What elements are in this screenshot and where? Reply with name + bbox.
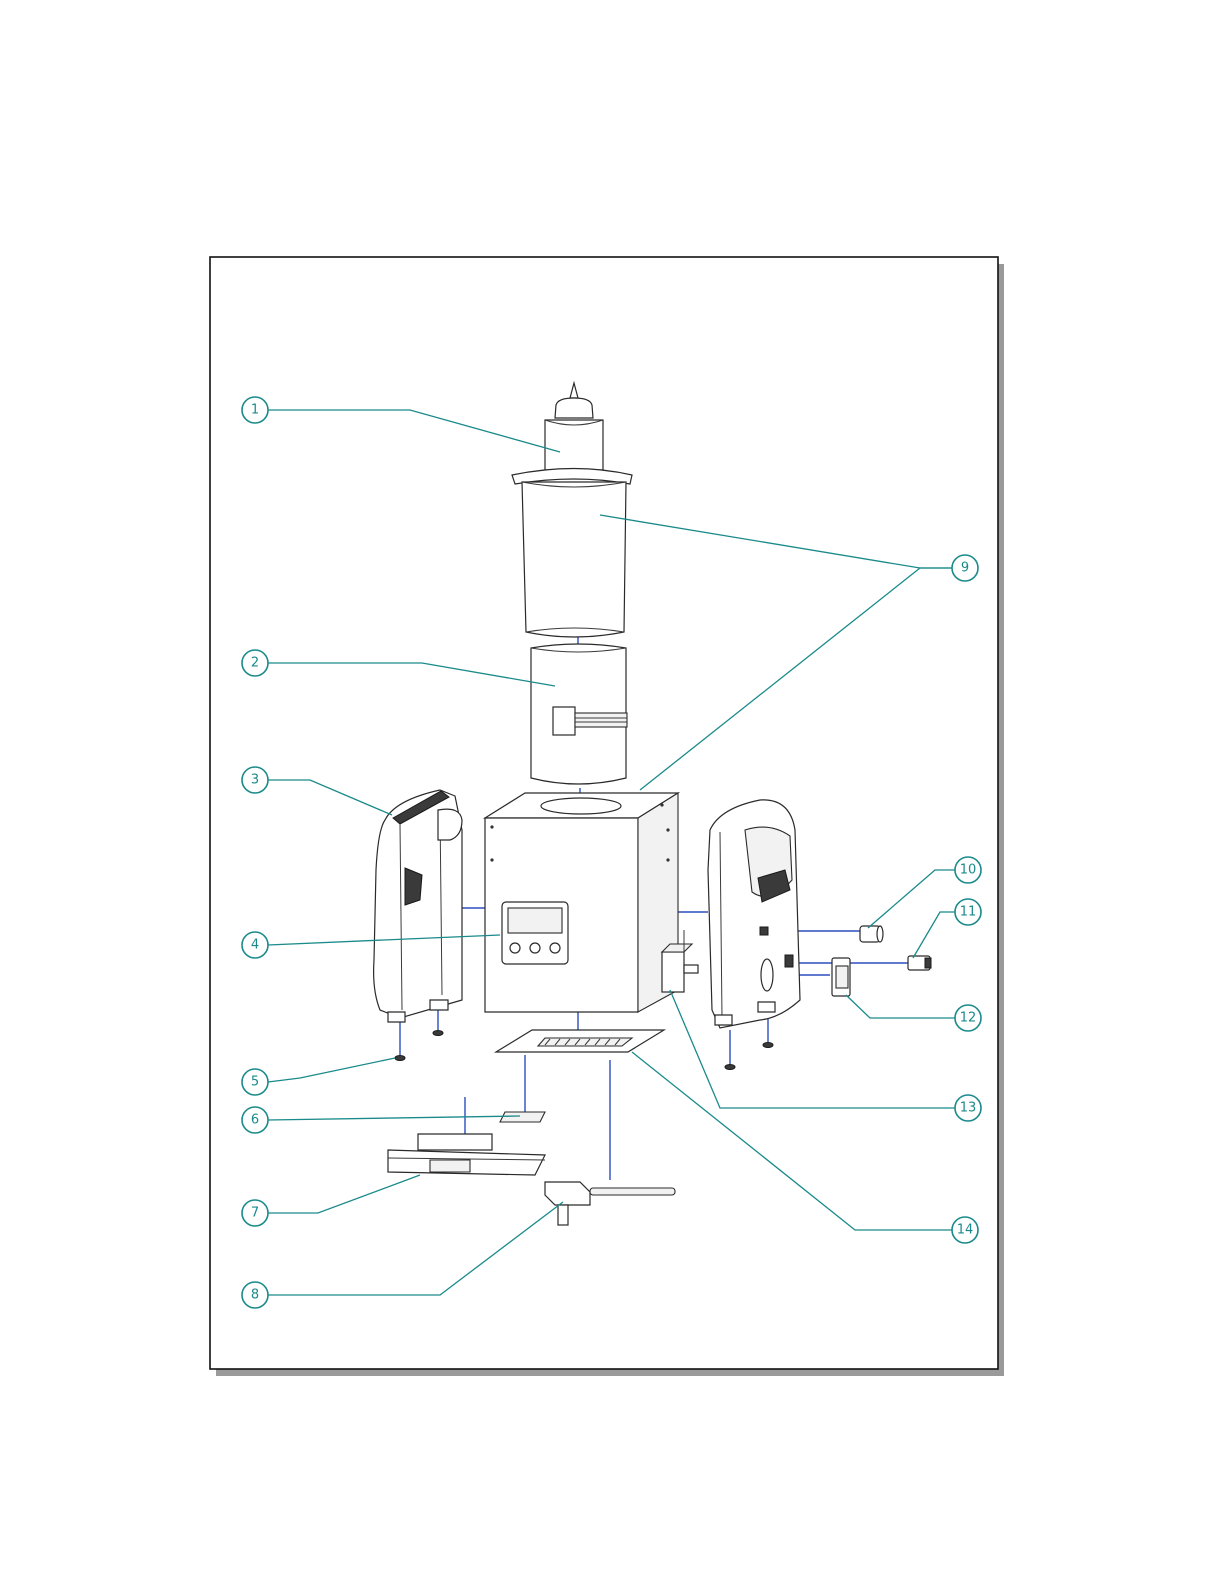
callout-2: 2 <box>242 650 268 676</box>
callout-6: 6 <box>242 1107 268 1133</box>
callout-9: 9 <box>952 555 978 581</box>
callout-3-label: 3 <box>251 773 259 788</box>
callout-6-label: 6 <box>251 1113 259 1128</box>
callout-8: 8 <box>242 1282 268 1308</box>
callout-13: 13 <box>955 1095 981 1121</box>
part-connector <box>908 956 931 970</box>
callout-8-label: 8 <box>251 1288 259 1303</box>
part-switch <box>832 958 850 996</box>
callout-3: 3 <box>242 767 268 793</box>
callout-14-label: 14 <box>957 1223 974 1238</box>
callout-13-label: 13 <box>960 1101 977 1116</box>
callout-7-label: 7 <box>251 1206 259 1221</box>
part-control-panel <box>502 902 568 964</box>
part-small-plate <box>500 1112 545 1122</box>
callout-10: 10 <box>955 857 981 883</box>
callout-12: 12 <box>955 1005 981 1031</box>
part-outer-cylinder <box>512 469 632 638</box>
part-cap-knob <box>860 926 883 942</box>
callout-10-label: 10 <box>960 863 977 878</box>
callout-4-label: 4 <box>251 938 259 953</box>
callout-1-label: 1 <box>251 403 259 418</box>
callout-9-label: 9 <box>961 561 969 576</box>
callout-11: 11 <box>955 899 981 925</box>
part-left-side-cover <box>374 790 462 1022</box>
callout-7: 7 <box>242 1200 268 1226</box>
part-heating-sleeve <box>531 644 627 784</box>
callout-2-label: 2 <box>251 656 259 671</box>
callout-5-label: 5 <box>251 1075 259 1090</box>
callout-11-label: 11 <box>960 905 977 920</box>
callout-5: 5 <box>242 1069 268 1095</box>
callout-4: 4 <box>242 932 268 958</box>
callout-14: 14 <box>952 1217 978 1243</box>
part-right-side-cover <box>708 800 800 1028</box>
callout-12-label: 12 <box>960 1011 977 1026</box>
callout-1: 1 <box>242 397 268 423</box>
